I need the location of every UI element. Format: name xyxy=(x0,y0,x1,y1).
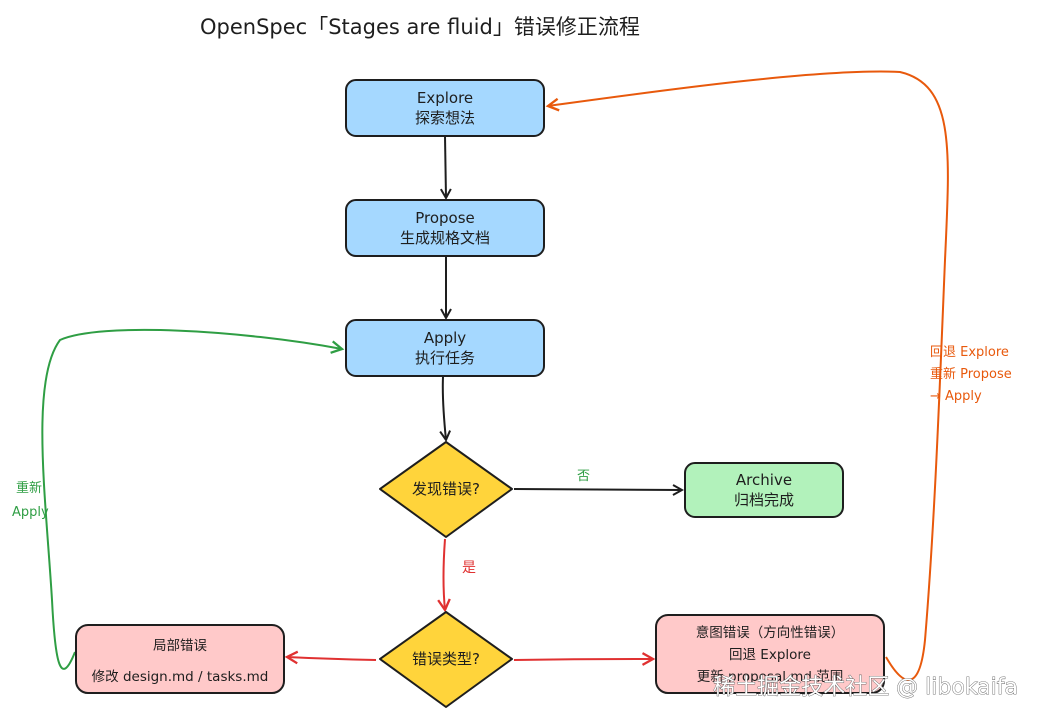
edge-label-rollback-line1: 回退 Explore xyxy=(930,345,1009,360)
node-local-error-title: 局部错误 xyxy=(153,638,207,654)
node-found-error-label: 发现错误? xyxy=(412,480,480,498)
node-propose-title: Propose xyxy=(415,209,475,227)
edge-reapply-loop xyxy=(41,328,342,670)
edge-found-error-archive xyxy=(513,489,682,490)
node-archive[interactable]: Archive 归档完成 xyxy=(684,462,844,518)
node-error-type-label: 错误类型? xyxy=(412,650,480,668)
edge-rollback-loop xyxy=(548,70,949,681)
node-intent-error-title: 意图错误（方向性错误） xyxy=(696,624,845,641)
node-local-error-detail: 修改 design.md / tasks.md xyxy=(92,669,269,685)
edge-label-yes: 是 xyxy=(462,560,476,576)
node-propose[interactable]: Propose 生成规格文档 xyxy=(345,199,545,257)
node-archive-title: Archive xyxy=(736,471,792,489)
edge-label-reapply-line1: 重新 xyxy=(16,480,42,496)
node-explore-title: Explore xyxy=(417,89,473,107)
node-found-error[interactable]: 发现错误? xyxy=(379,441,513,538)
diagram-title: OpenSpec「Stages are fluid」错误修正流程 xyxy=(200,15,640,39)
node-intent-error-update: 更新 proposal.md 范围 xyxy=(697,669,844,685)
edge-label-rollback-line3: → Apply xyxy=(930,389,982,404)
node-propose-subtitle: 生成规格文档 xyxy=(400,229,490,247)
edge-error-type-local xyxy=(287,657,377,660)
edge-label-no: 否 xyxy=(577,469,590,484)
node-intent-error-action: 回退 Explore xyxy=(729,647,811,663)
node-explore[interactable]: Explore 探索想法 xyxy=(345,79,545,137)
node-local-error[interactable]: 局部错误 修改 design.md / tasks.md xyxy=(75,624,285,694)
node-explore-subtitle: 探索想法 xyxy=(415,109,475,127)
node-intent-error[interactable]: 意图错误（方向性错误） 回退 Explore 更新 proposal.md 范围 xyxy=(655,614,885,694)
node-archive-subtitle: 归档完成 xyxy=(734,491,794,509)
edge-label-rollback-line2: 重新 Propose xyxy=(930,366,1012,382)
node-error-type[interactable]: 错误类型? xyxy=(379,611,513,708)
edge-label-reapply-line2: Apply xyxy=(12,505,49,520)
edge-error-type-intent xyxy=(513,659,653,660)
node-apply[interactable]: Apply 执行任务 xyxy=(345,319,545,377)
watermark: 稀土掘金技术社区 @ libokaifa xyxy=(713,675,1018,700)
edge-apply-found-error xyxy=(443,376,446,440)
edge-found-error-error-type xyxy=(444,538,446,610)
node-apply-title: Apply xyxy=(424,329,466,347)
node-apply-subtitle: 执行任务 xyxy=(415,349,475,367)
edge-explore-propose xyxy=(445,135,446,198)
